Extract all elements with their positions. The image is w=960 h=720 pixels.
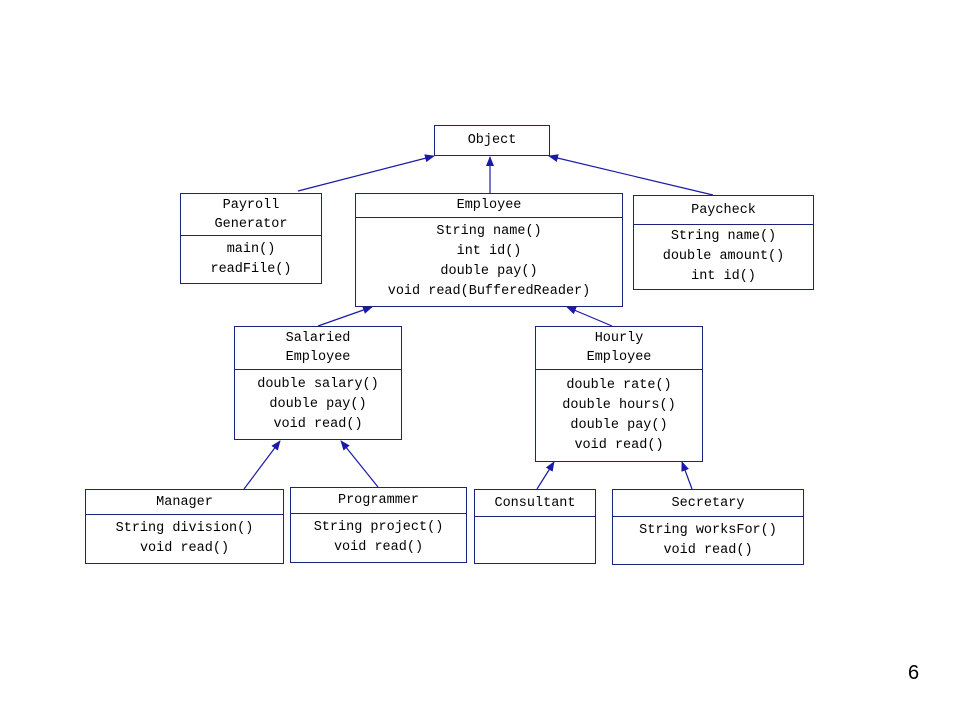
class-members [475,517,595,563]
arrow-consultant-to-hourly [536,461,555,490]
class-box-consultant: Consultant [474,489,596,564]
class-name: Hourly Employee [536,327,702,370]
class-name: Object [467,133,517,148]
class-box-hourly-employee: Hourly Employee double rate() double hou… [535,326,703,462]
class-members: String name() int id() double pay() void… [356,218,622,306]
class-name: Programmer [291,488,466,514]
member-method: void read() [139,541,230,556]
member-method: void read() [574,437,664,453]
class-name: Payroll Generator [181,194,321,236]
class-name: Manager [86,490,283,515]
member-method: int id() [691,269,756,284]
class-name: Consultant [475,490,595,517]
member-method: void read(BufferedReader) [387,284,591,299]
class-members: String worksFor() void read() [613,517,803,564]
member-method: String name() [670,229,777,244]
class-members: double rate() double hours() double pay(… [536,370,702,461]
class-members: String name() double amount() int id() [634,225,813,289]
arrow-paycheck-to-object [548,154,714,196]
class-box-secretary: Secretary String worksFor() void read() [612,489,804,565]
class-box-paycheck: Paycheck String name() double amount() i… [633,195,814,290]
arrow-salaried-to-employee [317,306,373,327]
arrow-manager-to-salaried [243,440,281,490]
member-method: main() [226,241,276,257]
member-method: readFile() [210,261,292,277]
member-method: double pay() [440,264,538,279]
class-name: Salaried Employee [235,327,401,370]
member-method: double hours() [562,397,676,413]
member-method: int id() [456,244,522,259]
class-box-object: Object [434,125,550,156]
member-method: double pay() [570,417,668,433]
class-members: String project() void read() [291,514,466,562]
member-method: String division() [115,521,254,536]
member-method: void read() [273,416,363,432]
class-box-programmer: Programmer String project() void read() [290,487,467,563]
class-box-manager: Manager String division() void read() [85,489,284,564]
member-method: double salary() [257,376,379,392]
arrow-hourly-to-employee [566,306,613,327]
member-method: String worksFor() [639,522,777,538]
class-members: double salary() double pay() void read() [235,370,401,439]
page-number: 6 [908,662,920,684]
class-name: Employee [356,194,622,218]
class-members: main() readFile() [181,236,321,283]
class-box-salaried-employee: Salaried Employee double salary() double… [234,326,402,440]
member-method: double rate() [566,377,672,393]
class-name: Paycheck [634,196,813,225]
member-method: double pay() [269,396,367,412]
member-method: String name() [436,224,542,239]
member-method: void read() [333,540,424,555]
class-members: String division() void read() [86,515,283,563]
class-box-employee: Employee String name() int id() double p… [355,193,623,307]
member-method: double amount() [662,249,785,264]
arrow-secretary-to-hourly [681,461,693,490]
arrow-programmer-to-salaried [340,440,379,488]
class-name: Secretary [613,490,803,517]
arrow-payroll-to-object [297,154,435,192]
class-box-payroll-generator: Payroll Generator main() readFile() [180,193,322,284]
member-method: void read() [663,542,753,558]
member-method: String project() [313,520,444,535]
